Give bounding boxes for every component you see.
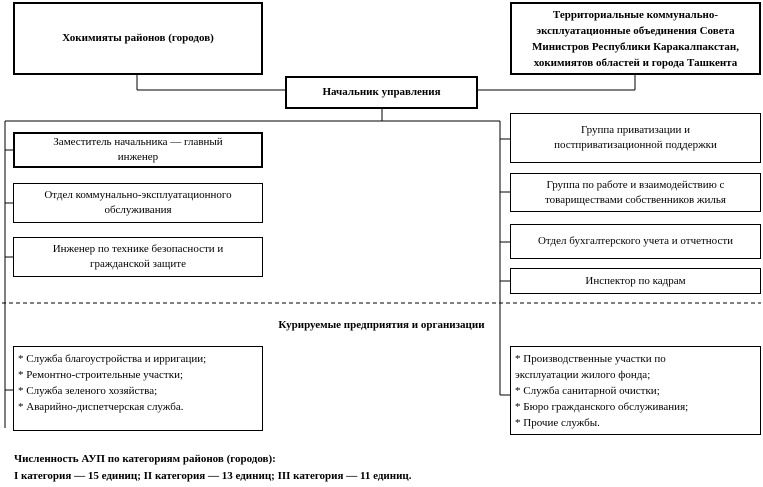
deputy-line-1: Заместитель начальника — главный	[53, 136, 223, 148]
safety-line-1: Инженер по технике безопасности и	[52, 243, 224, 255]
accounting-dept-box: Отдел бухгалтерского учета и отчетности	[510, 224, 761, 259]
staffing-heading: Численность АУП по категориям районов (г…	[14, 453, 276, 465]
staffing-categories: I категория — 15 единиц; II категория — …	[14, 470, 412, 482]
homeowners-partnership-group-box: Группа по работе и взаимодействию с това…	[510, 173, 761, 212]
head-of-administration-box: Начальник управления	[285, 76, 478, 109]
list-item: * Аварийно-диспетчерская служба.	[18, 401, 184, 413]
supervised-orgs-heading: Курируемые предприятия и организации	[278, 319, 485, 331]
partnerships-line-2: товариществами собственников жилья	[545, 193, 726, 206]
deputy-line-2: инженер	[117, 151, 159, 163]
district-khokimiyats-label: Хокимияты районов (городов)	[62, 32, 214, 44]
hr-inspector-label: Инспектор по кадрам	[585, 274, 686, 287]
accounting-label: Отдел бухгалтерского учета и отчетности	[537, 235, 734, 247]
service-dept-line-2: обслуживания	[104, 204, 172, 216]
list-item: * Служба санитарной очистки;	[515, 385, 660, 397]
territorial-line-2: эксплуатационные объединения Совета	[536, 24, 735, 37]
list-item: * Ремонтно-строительные участки;	[18, 369, 184, 381]
safety-line-2: гражданской защите	[90, 258, 186, 270]
right-supervised-list: * Производственные участки по эксплуатац…	[510, 346, 761, 435]
list-item: * Служба зеленого хозяйства;	[18, 385, 158, 397]
deputy-chief-engineer-box: Заместитель начальника — главный инженер	[13, 132, 263, 168]
privatization-line-1: Группа приватизации и	[580, 124, 691, 136]
hr-inspector-box: Инспектор по кадрам	[510, 268, 761, 294]
list-item: * Бюро гражданского обслуживания;	[515, 401, 689, 413]
territorial-line-1: Территориальные коммунально-	[552, 8, 719, 21]
list-item: * Прочие службы.	[515, 417, 600, 429]
safety-engineer-box: Инженер по технике безопасности и гражда…	[13, 237, 263, 277]
head-of-administration-label: Начальник управления	[322, 86, 441, 98]
privatization-group-box: Группа приватизации и постприватизационн…	[510, 113, 761, 163]
communal-service-dept-box: Отдел коммунально-эксплуатационного обсл…	[13, 183, 263, 223]
list-item: * Служба благоустройства и ирригации;	[18, 353, 207, 365]
list-item: * Производственные участки по	[515, 353, 666, 365]
territorial-line-3: Министров Республики Каракалпакстан,	[532, 40, 739, 53]
partnerships-line-1: Группа по работе и взаимодействию с	[546, 178, 725, 191]
left-supervised-list: * Служба благоустройства и ирригации; * …	[13, 346, 263, 431]
district-khokimiyats-box: Хокимияты районов (городов)	[13, 2, 263, 75]
privatization-line-2: постприватизационной поддержки	[554, 139, 717, 151]
territorial-line-4: хокимиятов областей и города Ташкента	[533, 56, 738, 69]
service-dept-line-1: Отдел коммунально-эксплуатационного	[44, 189, 232, 201]
list-item: эксплуатации жилого фонда;	[515, 369, 651, 381]
territorial-associations-box: Территориальные коммунально- эксплуатаци…	[510, 2, 761, 75]
